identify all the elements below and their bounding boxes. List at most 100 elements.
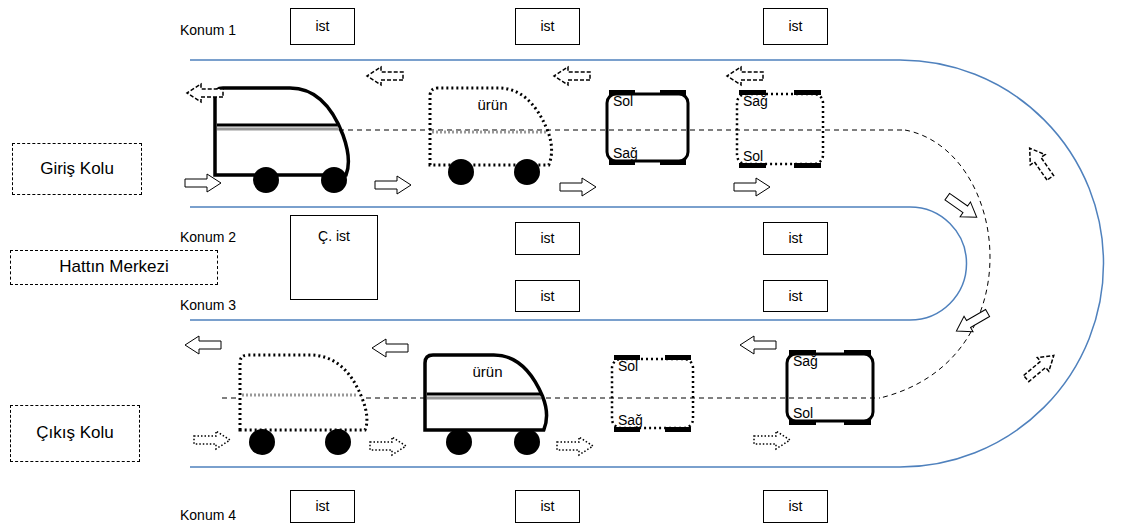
node-text: Sol — [793, 405, 813, 422]
car-band — [217, 124, 337, 127]
tire — [844, 420, 871, 425]
node-text: ist — [541, 18, 555, 35]
node-text: ist — [541, 498, 555, 515]
wheel — [514, 159, 540, 185]
station-box: ist — [515, 222, 580, 255]
car-outline — [430, 88, 552, 165]
tire — [844, 350, 871, 355]
wheel — [321, 167, 347, 193]
car-band — [242, 394, 358, 397]
node-text: ist — [789, 18, 803, 35]
flow-arrow — [185, 336, 221, 354]
node-text: ürün — [477, 96, 507, 114]
node-text: Ç. ist — [318, 228, 350, 245]
station-box: ist — [515, 490, 580, 523]
flow-arrow — [560, 178, 596, 196]
node-text: ist — [789, 288, 803, 305]
flow-arrow — [754, 431, 790, 449]
flow-arrow — [727, 67, 763, 85]
flow-arrow — [194, 431, 230, 449]
wheel — [325, 429, 351, 455]
node-text: Sol — [743, 148, 763, 165]
car-body — [240, 355, 367, 430]
node-text: Sağ — [743, 93, 768, 110]
flow-arrow — [187, 84, 223, 102]
flow-arrow — [185, 174, 221, 192]
tire — [665, 355, 691, 360]
car-band — [427, 397, 541, 400]
station-box: ist — [290, 8, 355, 45]
wheel — [249, 429, 275, 455]
flow-arrow — [1020, 349, 1059, 386]
car-body — [215, 88, 348, 175]
station-box: ist — [515, 8, 580, 45]
chassis-outline — [737, 94, 823, 164]
outer-track — [190, 60, 1104, 467]
flow-arrow — [952, 305, 992, 339]
chassis: SağSol — [785, 350, 875, 425]
car-outline — [425, 355, 547, 430]
node-text: ist — [541, 288, 555, 305]
flow-arrow — [942, 189, 982, 224]
node-text: ürün — [472, 363, 502, 381]
tire — [665, 427, 691, 432]
region-box: Çıkış Kolu — [10, 405, 140, 462]
inner-track — [190, 207, 967, 320]
position-label: Konum 1 — [180, 22, 236, 38]
product-car: ürün — [430, 88, 555, 165]
flow-arrow — [557, 437, 593, 455]
car-band — [217, 128, 339, 131]
tire — [794, 90, 821, 95]
chassis: SolSağ — [605, 90, 690, 165]
station-box: ist — [290, 490, 355, 523]
node-text: Giriş Kolu — [40, 159, 114, 179]
node-text: Sağ — [793, 353, 818, 370]
region-box: Giriş Kolu — [12, 143, 142, 195]
node-text: ist — [789, 230, 803, 247]
region-box: Hattın Merkezi — [10, 250, 218, 285]
station-box: ist — [763, 222, 828, 255]
flow-arrow — [1022, 143, 1057, 183]
node-text: ist — [316, 18, 330, 35]
chassis-outline — [607, 94, 688, 161]
position-label: Konum 2 — [180, 229, 236, 245]
tire — [660, 90, 686, 95]
node-text: Sağ — [618, 412, 643, 429]
station-box: ist — [763, 280, 828, 312]
flow-arrow — [367, 67, 403, 85]
position-label: Konum 4 — [180, 507, 236, 523]
flow-arrow — [375, 176, 411, 194]
node-text: Sol — [613, 93, 633, 110]
station-box: ist — [763, 8, 828, 45]
wheel — [514, 429, 540, 455]
flow-arrow — [370, 437, 406, 455]
station-box: ist — [515, 280, 580, 312]
node-text: ist — [541, 230, 555, 247]
chassis: SağSol — [735, 90, 825, 168]
flow-arrow — [740, 336, 776, 354]
node-text: Çıkış Kolu — [36, 423, 113, 443]
flow-arrow — [554, 67, 590, 85]
chassis-outline — [612, 359, 693, 428]
node-text: ist — [789, 498, 803, 515]
station-box: Ç. ist — [290, 215, 378, 300]
flow-arrow — [372, 339, 408, 357]
product-car: ürün — [425, 355, 550, 430]
node-text: Hattın Merkezi — [59, 257, 169, 277]
position-label: Konum 3 — [180, 297, 236, 313]
chassis: SolSağ — [610, 355, 695, 432]
car-band — [427, 393, 541, 396]
tire — [794, 163, 821, 168]
chassis-outline — [787, 354, 873, 421]
station-box: ist — [763, 490, 828, 523]
turn-path — [880, 130, 990, 398]
wheel — [253, 167, 279, 193]
wheel — [448, 159, 474, 185]
flow-arrow — [734, 178, 770, 196]
flow-arrows — [185, 67, 1060, 455]
node-text: Sol — [618, 358, 638, 375]
tire — [660, 160, 686, 165]
node-text: ist — [316, 498, 330, 515]
car-band — [432, 131, 546, 134]
